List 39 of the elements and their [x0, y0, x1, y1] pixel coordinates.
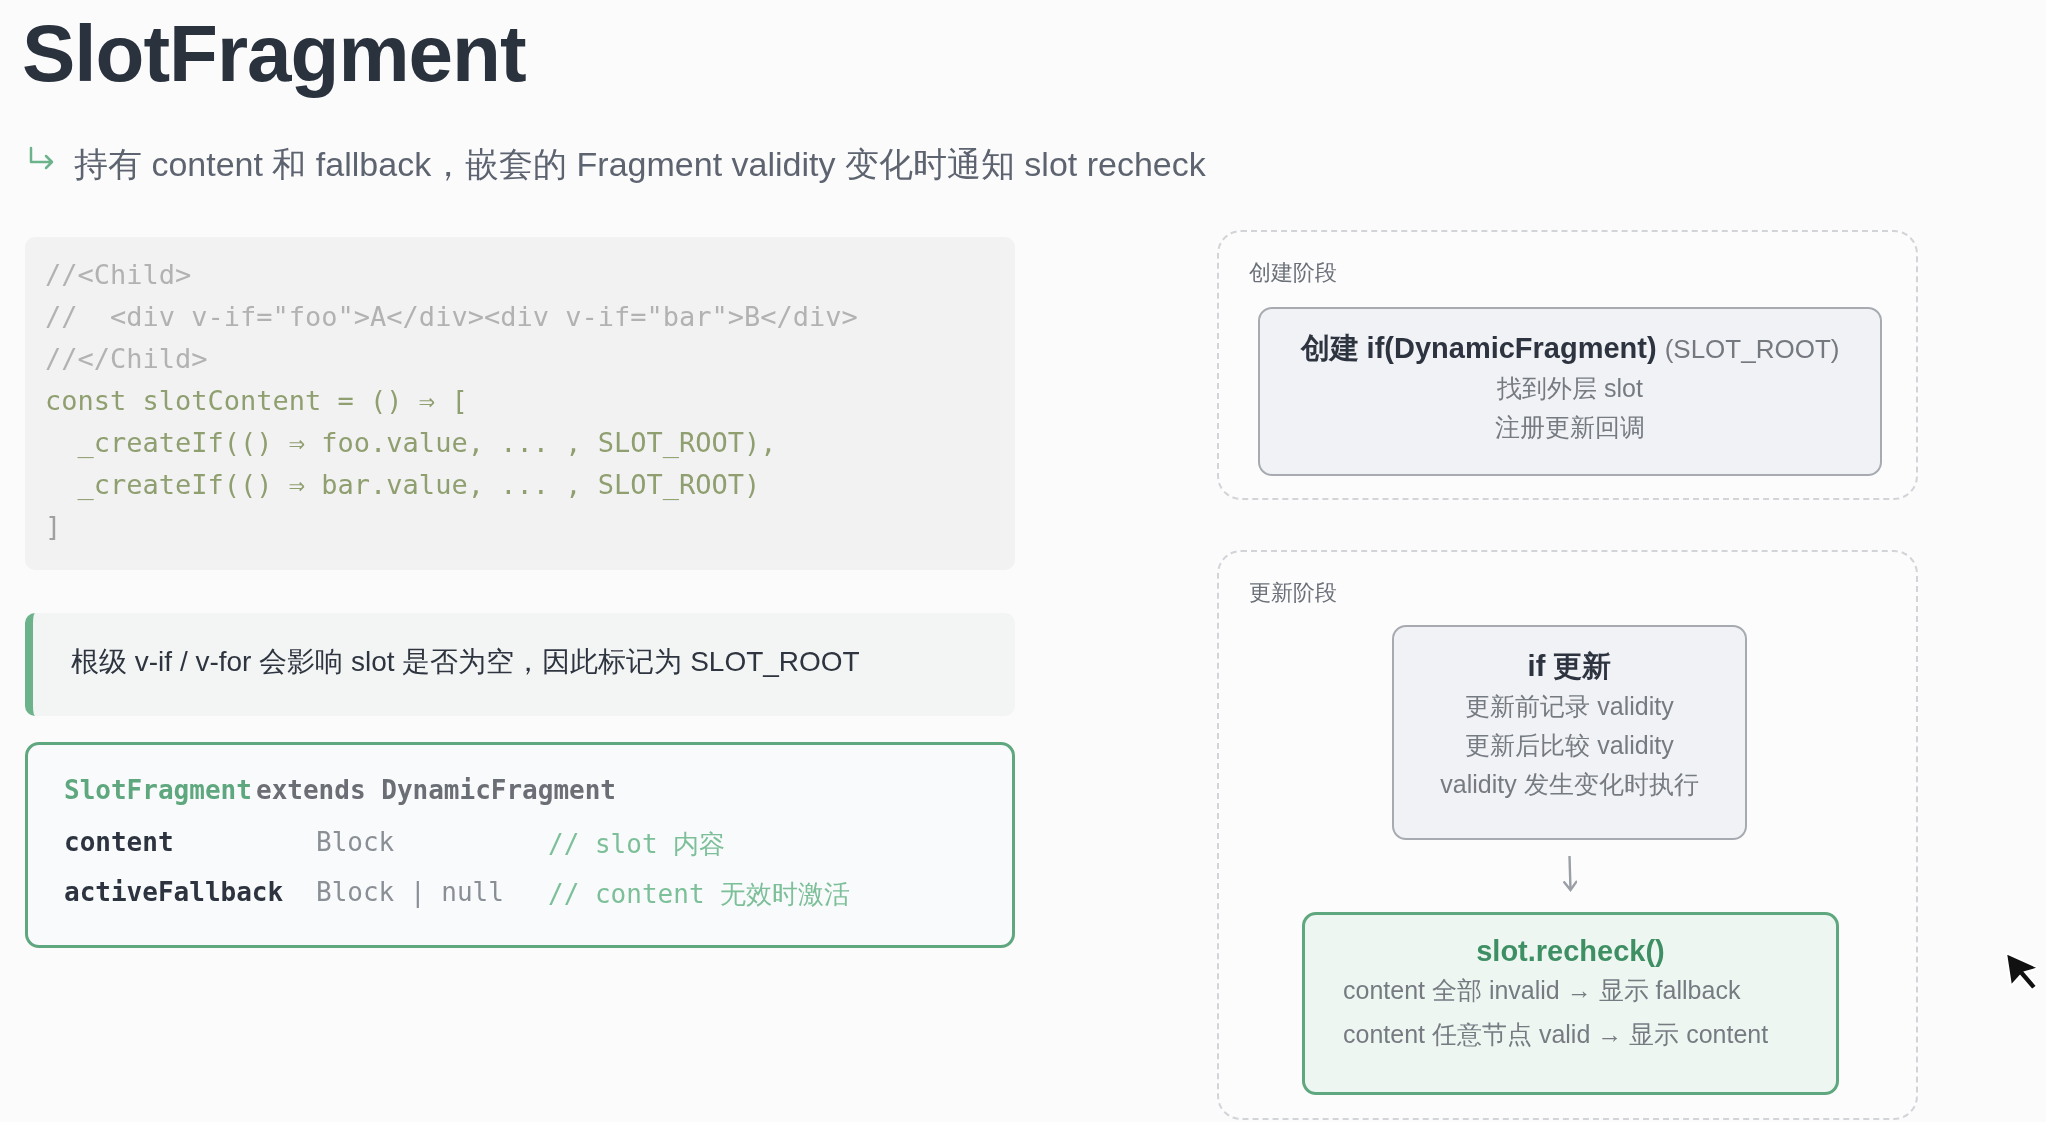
- title: SlotFragment: [22, 8, 526, 100]
- box-text: 更新后比较 validity: [1465, 730, 1674, 761]
- box-note: (SLOT_ROOT): [1664, 334, 1840, 364]
- note-text: 根级 v-if / v-for 会影响 slot 是否为空，因此标记为 SLOT_ROOT: [71, 645, 860, 679]
- code-line: _createIf(() ⇒ bar.value, ... , SLOT_ROOT): [76, 469, 761, 500]
- box-text: content 全部 invalid → 显示 fallback: [1343, 975, 1741, 1006]
- phase-label: 创建阶段: [1249, 259, 1337, 287]
- code-line: const slotContent = () ⇒ [: [45, 385, 468, 416]
- process-box: [1258, 307, 1882, 476]
- code-line: _createIf(() ⇒ foo.value, ... , SLOT_ROOT),: [76, 427, 777, 458]
- box-text: content 任意节点 valid → 显示 content: [1343, 1019, 1769, 1050]
- box-text: validity 发生变化时执行: [1440, 769, 1699, 800]
- subtitle: 持有 content 和 fallback，嵌套的 Fragment validity 变化时通知 slot recheck: [74, 144, 1206, 185]
- box-text: 更新前记录 validity: [1465, 691, 1674, 722]
- phase-container: [1217, 550, 1918, 1120]
- field-type: Block | null: [316, 877, 504, 907]
- code-comment: // content 无效时激活: [548, 878, 851, 911]
- box-heading: if 更新: [1527, 650, 1612, 682]
- note-box: [25, 613, 1015, 716]
- class-extends: extends DynamicFragment: [256, 775, 617, 805]
- process-box: [1392, 625, 1747, 840]
- field-name: activeFallback: [64, 877, 284, 907]
- arrow: [1563, 855, 1578, 892]
- box-text: 注册更新回调: [1495, 412, 1645, 443]
- code-comment: // slot 内容: [548, 828, 726, 861]
- class-box: [25, 742, 1015, 948]
- code-comment: //<Child>: [45, 259, 192, 290]
- code-comment: //</Child>: [45, 343, 208, 374]
- phase-label: 更新阶段: [1249, 579, 1337, 607]
- field-name: content: [64, 827, 174, 857]
- class-name: SlotFragment: [64, 775, 252, 805]
- phase-container: [1217, 230, 1918, 500]
- result-box: [1302, 912, 1839, 1095]
- box-text: 找到外层 slot: [1497, 373, 1643, 404]
- code-comment: // <div v-if="foo">A</div><div v-if="bar">B</div>: [45, 301, 858, 332]
- code-line: ]: [45, 511, 62, 542]
- field-type: Block: [316, 827, 395, 857]
- box-heading: 创建 if(DynamicFragment): [1300, 332, 1657, 364]
- box-heading: slot.recheck(): [1476, 935, 1665, 967]
